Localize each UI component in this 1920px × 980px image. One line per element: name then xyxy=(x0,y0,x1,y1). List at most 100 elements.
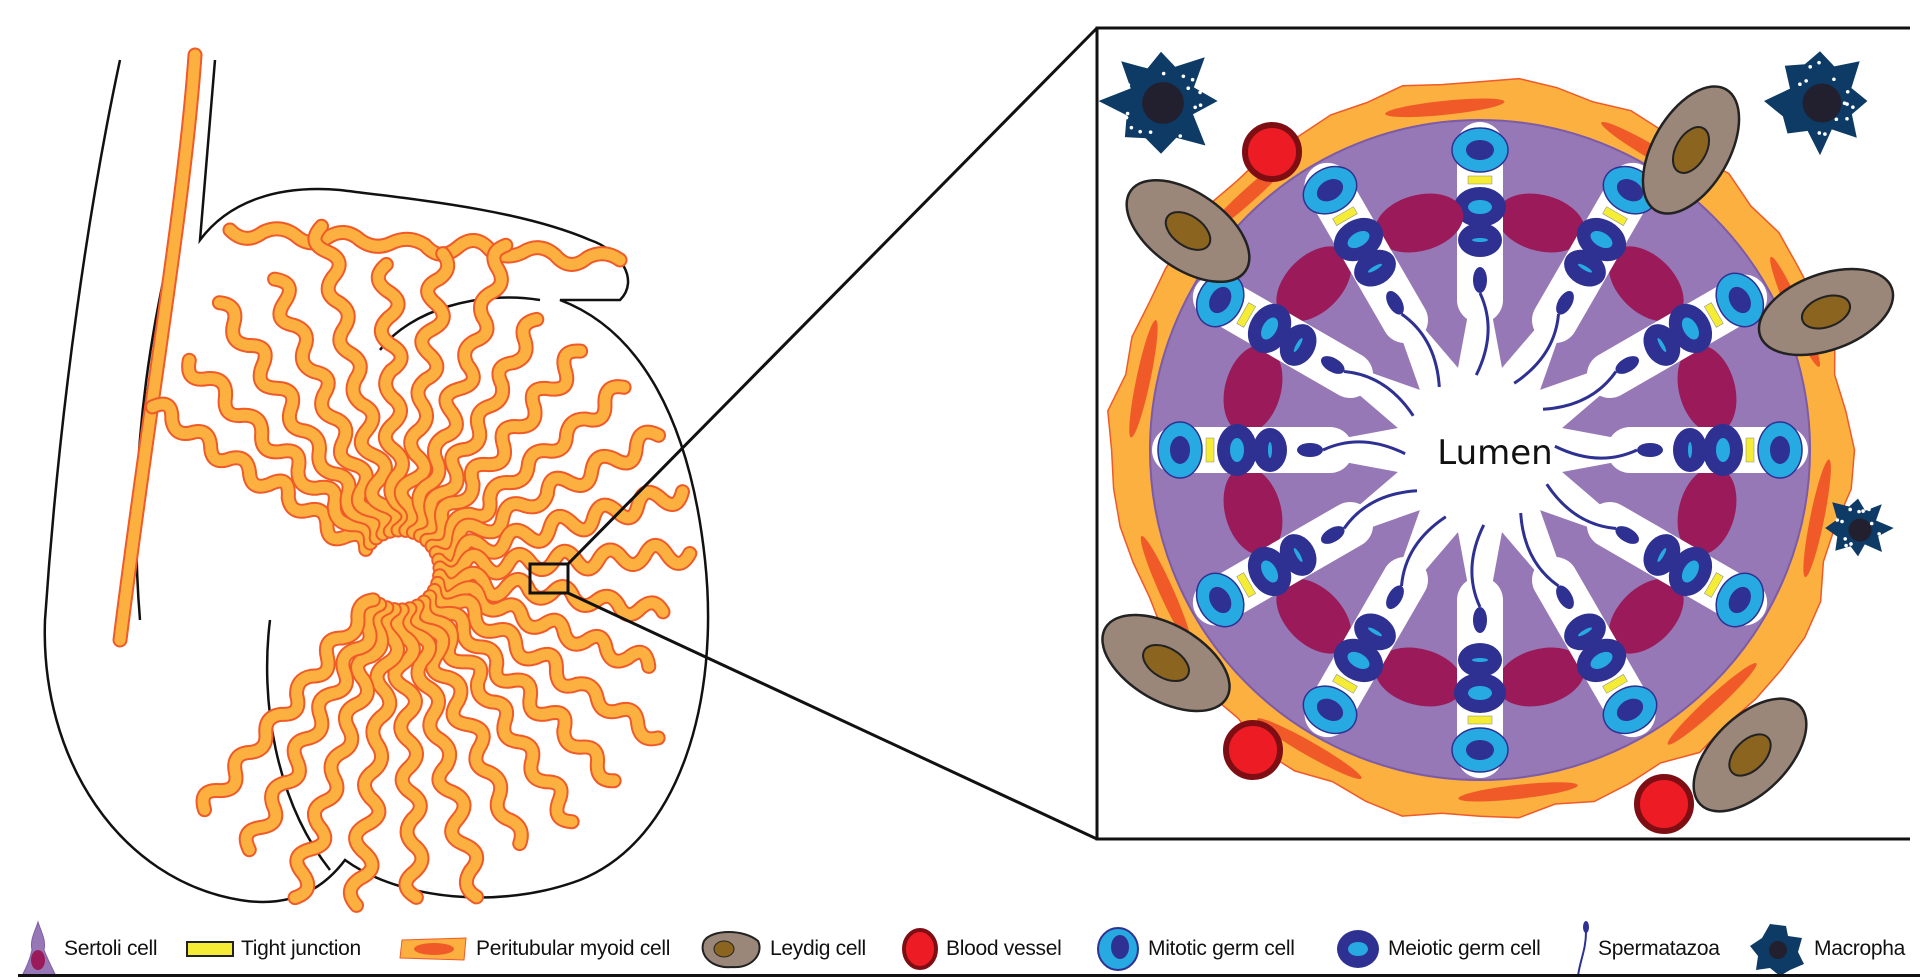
sertoli-cell-icon xyxy=(21,920,57,977)
spermatozoon-tail xyxy=(1342,489,1418,530)
meiotic-cell-nucleus xyxy=(1293,548,1303,562)
peritubular-myoid-cell xyxy=(1458,782,1578,802)
seminiferous-tubule xyxy=(183,354,376,549)
macrophage-granule xyxy=(1798,82,1802,86)
seminiferous-tubule xyxy=(398,603,483,903)
macrophage-granule xyxy=(1161,71,1166,76)
testis-overview xyxy=(43,47,710,913)
mitotic-cell-nucleus xyxy=(1770,436,1790,464)
seminiferous-tubule xyxy=(426,381,630,553)
macrophage-granule xyxy=(1861,509,1865,513)
spermatozoon-tail xyxy=(1545,483,1617,530)
legend-label: Blood vessel xyxy=(946,937,1062,960)
seminiferous-tubule xyxy=(309,220,404,537)
sertoli-nucleus xyxy=(1677,345,1737,434)
macrophage-granule xyxy=(1843,537,1847,541)
spermatozoon-head xyxy=(1556,290,1574,315)
leydig-nucleus xyxy=(1800,294,1852,330)
meiotic-cell-nucleus xyxy=(1716,438,1730,462)
macrophage-granule xyxy=(1807,138,1811,142)
seminiferous-tubule xyxy=(344,604,403,911)
peritubular-myoid-cell xyxy=(1129,320,1158,438)
macrophage-granule xyxy=(1869,521,1874,526)
mitotic-cell-nucleus xyxy=(1466,140,1494,160)
zoom-line-top xyxy=(566,26,1099,566)
seminiferous-tubule xyxy=(407,239,512,538)
meiotic-cell-nucleus xyxy=(1590,651,1613,669)
macrophage-granule xyxy=(1832,77,1836,82)
legend-label: Mitotic germ cell xyxy=(1148,937,1295,960)
blood-vessel xyxy=(1242,122,1302,182)
macrophage-granule xyxy=(1148,130,1153,134)
inset-frame xyxy=(1095,26,1910,841)
tight-junction xyxy=(1467,715,1493,725)
peritubular-myoid-cell xyxy=(1667,663,1757,745)
macrophage-granule xyxy=(1817,60,1821,65)
macrophage-granule xyxy=(1190,77,1195,82)
macrophage-nucleus xyxy=(1802,83,1842,123)
lumen xyxy=(1280,250,1680,650)
mitotic-cell-nucleus xyxy=(1728,286,1751,314)
sertoli-nucleus xyxy=(1677,466,1737,555)
peritubular-myoid-cell xyxy=(1257,718,1362,780)
legend-label: Meiotic germ cell xyxy=(1388,937,1541,960)
meiotic-cell-nucleus xyxy=(1681,317,1699,340)
mitotic-cell-nucleus xyxy=(1616,179,1644,202)
seminiferous-tubule xyxy=(434,539,696,579)
meiotic-cell-nucleus xyxy=(1347,651,1370,669)
legend-item-macrophage: Macropha xyxy=(1748,920,1905,978)
legend-item-mitotic: Mitotic germ cell xyxy=(1094,920,1295,978)
macrophage-granule xyxy=(1129,125,1134,130)
sertoli-nucleus xyxy=(1375,193,1464,253)
spermatozoon-head xyxy=(1615,356,1640,374)
seminiferous-tubule xyxy=(433,486,688,573)
macrophage-granule xyxy=(1817,131,1822,135)
blood-vessel xyxy=(1223,720,1283,780)
macrophage-granule xyxy=(1849,542,1853,546)
spermatozoon-tail xyxy=(1542,370,1618,411)
legend-label: Leydig cell xyxy=(770,937,866,960)
seminiferous-tubule xyxy=(197,594,379,816)
legend-label: Sertoli cell xyxy=(64,937,158,960)
macrophage-granule xyxy=(1193,105,1197,110)
spermatozoon-head xyxy=(1386,585,1404,610)
macrophage-granule xyxy=(1845,89,1850,94)
spermatozoon-head xyxy=(1615,526,1640,544)
macrophage-granule xyxy=(1877,532,1881,536)
seminiferous-tubule xyxy=(418,596,578,828)
leydig-nucleus xyxy=(1164,211,1212,251)
macrophage-granule xyxy=(1124,115,1129,120)
meiotic-cell-nucleus xyxy=(1578,263,1592,273)
mitotic-cell-nucleus xyxy=(1466,740,1494,760)
meiotic-cell-nucleus xyxy=(1681,560,1699,583)
spermatozoon-tail xyxy=(1554,444,1638,460)
spermatozoon-tail xyxy=(1513,313,1560,385)
mitotic-cell-nucleus xyxy=(1316,179,1344,202)
spermatozoon-tail xyxy=(1322,440,1406,456)
macrophage-granule xyxy=(1845,116,1849,121)
macrophage-granule xyxy=(1844,543,1848,548)
zoom-line-bottom xyxy=(567,591,1098,841)
spermatozoa-icon xyxy=(1577,921,1589,977)
macrophage-granule xyxy=(1823,132,1827,136)
seminiferous-tubule xyxy=(289,602,393,904)
mitotic-germ-cell-icon xyxy=(1097,927,1139,971)
macrophage-nucleus xyxy=(1848,518,1872,542)
macrophage-granule xyxy=(1126,83,1131,87)
sertoli-nucleus xyxy=(1608,578,1684,654)
macrophage-granule xyxy=(1834,117,1839,122)
seminiferous-tubule xyxy=(224,223,626,270)
tight-junction xyxy=(1467,175,1493,185)
leydig-nucleus xyxy=(1142,643,1190,683)
legend-item-meiotic: Meiotic germ cell xyxy=(1334,920,1541,978)
seminiferous-tubule xyxy=(428,584,664,745)
meiotic-cell-nucleus xyxy=(1468,200,1492,214)
spermatozoon-head xyxy=(1297,443,1323,457)
peritubular-myoid-cell xyxy=(1385,98,1505,118)
macrophage-granule xyxy=(1186,86,1191,91)
meiotic-germ-cell-icon xyxy=(1337,930,1379,968)
tight-junction-icon xyxy=(186,941,234,957)
spermatozoon-tail xyxy=(1400,312,1441,388)
meiotic-cell-nucleus xyxy=(1261,560,1279,583)
meiotic-cell-nucleus xyxy=(1268,442,1272,458)
